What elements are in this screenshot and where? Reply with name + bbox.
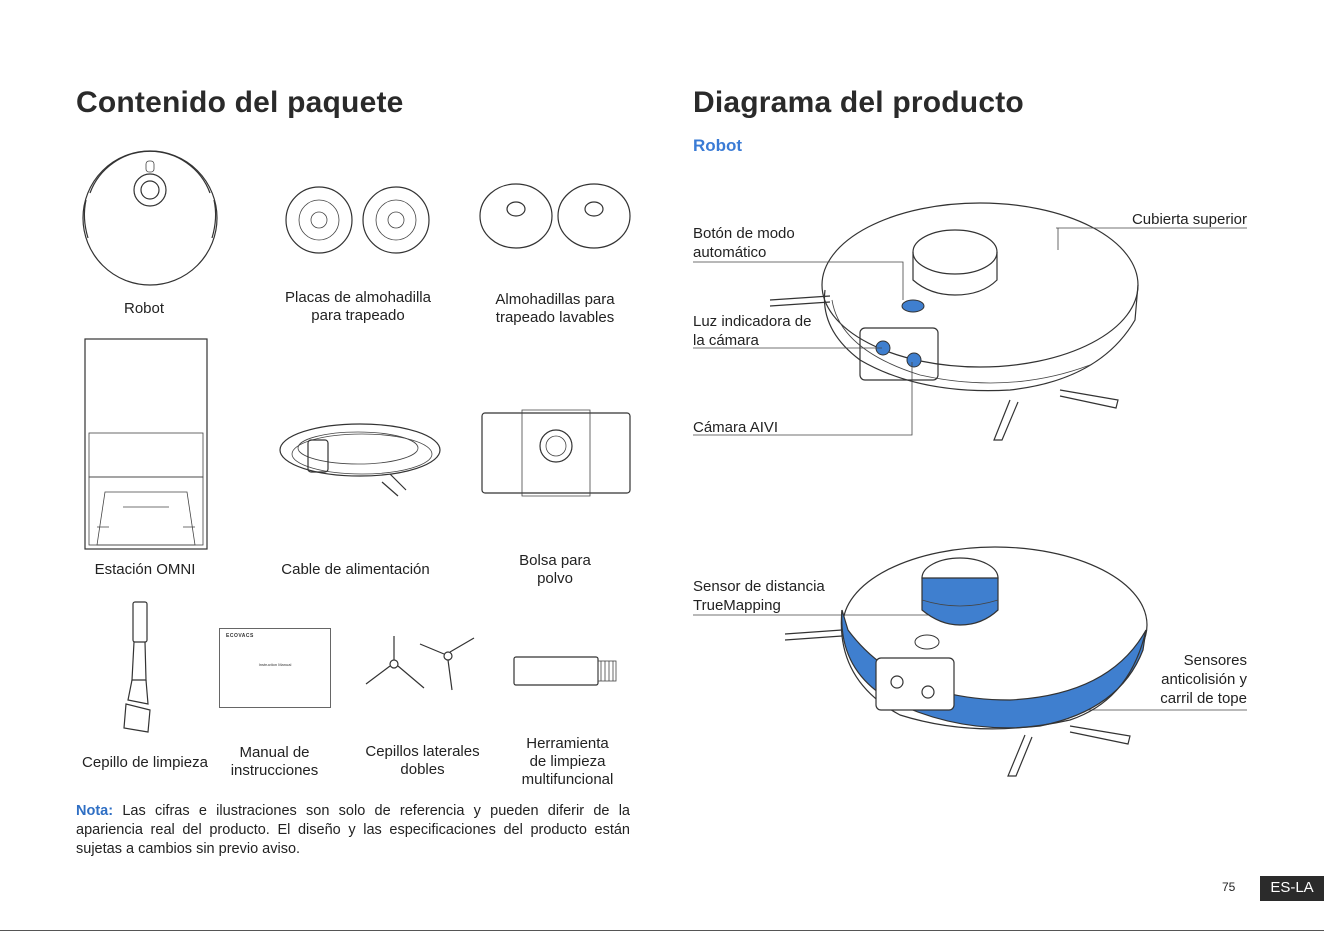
item-caption-mop-plates: Placas de almohadilla para trapeado xyxy=(285,289,431,324)
power-cable-illustration xyxy=(279,423,441,497)
item-caption-dust-bag: Bolsa para polvo xyxy=(519,552,591,587)
mop-pads-illustration xyxy=(479,183,631,249)
note-paragraph: Nota: Las cifras e ilustraciones son sol… xyxy=(76,802,630,859)
label-camera-indicator: Luz indicadora de la cámara xyxy=(693,313,812,349)
bottom-rule xyxy=(0,930,1324,931)
right-subtitle: Robot xyxy=(693,136,743,155)
side-brushes-illustration xyxy=(365,636,475,691)
dust-bag-illustration xyxy=(481,409,631,497)
page-number: 75 xyxy=(1222,880,1236,894)
multi-tool-illustration xyxy=(513,656,617,686)
item-caption-cleaning-brush: Cepillo de limpieza xyxy=(82,754,208,771)
robot-diagram-top xyxy=(769,202,1139,441)
right-title: Diagrama del producto xyxy=(693,86,1024,119)
manual-brand: ECOVACS xyxy=(226,633,254,639)
note-label: Nota: xyxy=(76,803,114,819)
cleaning-brush-illustration xyxy=(123,601,151,733)
item-caption-robot: Robot xyxy=(123,300,165,317)
item-caption-station: Estación OMNI xyxy=(94,561,196,578)
label-auto-mode-button: Botón de modo automático xyxy=(693,225,795,261)
label-top-cover: Cubierta superior xyxy=(1131,211,1247,228)
item-caption-side-brushes: Cepillos laterales dobles xyxy=(365,743,480,778)
left-title: Contenido del paquete xyxy=(76,86,404,119)
item-caption-power-cable: Cable de alimentación xyxy=(281,561,430,578)
item-caption-multi-tool: Herramienta de limpieza multifuncional xyxy=(521,735,614,788)
label-aivi-camera: Cámara AIVI xyxy=(693,419,779,436)
label-anticollision-sensors: Sensores anticolisión y carril de tope xyxy=(1160,652,1247,707)
language-tag: ES-LA xyxy=(1260,876,1324,901)
label-truemapping-sensor: Sensor de distancia TrueMapping xyxy=(693,578,825,614)
robot-illustration xyxy=(82,150,218,286)
note-text: Las cifras e ilustraciones son solo de r… xyxy=(76,803,630,857)
robot-diagram-bottom xyxy=(784,546,1148,777)
manual-title: Instruction Manual xyxy=(258,662,292,667)
mop-plates-illustration xyxy=(285,186,430,254)
omni-station-illustration xyxy=(84,338,208,550)
item-caption-manual: Manual de instrucciones xyxy=(230,744,319,779)
item-caption-mop-pads: Almohadillas para trapeado lavables xyxy=(495,291,615,326)
manual-illustration: ECOVACS Instruction Manual xyxy=(219,628,331,708)
